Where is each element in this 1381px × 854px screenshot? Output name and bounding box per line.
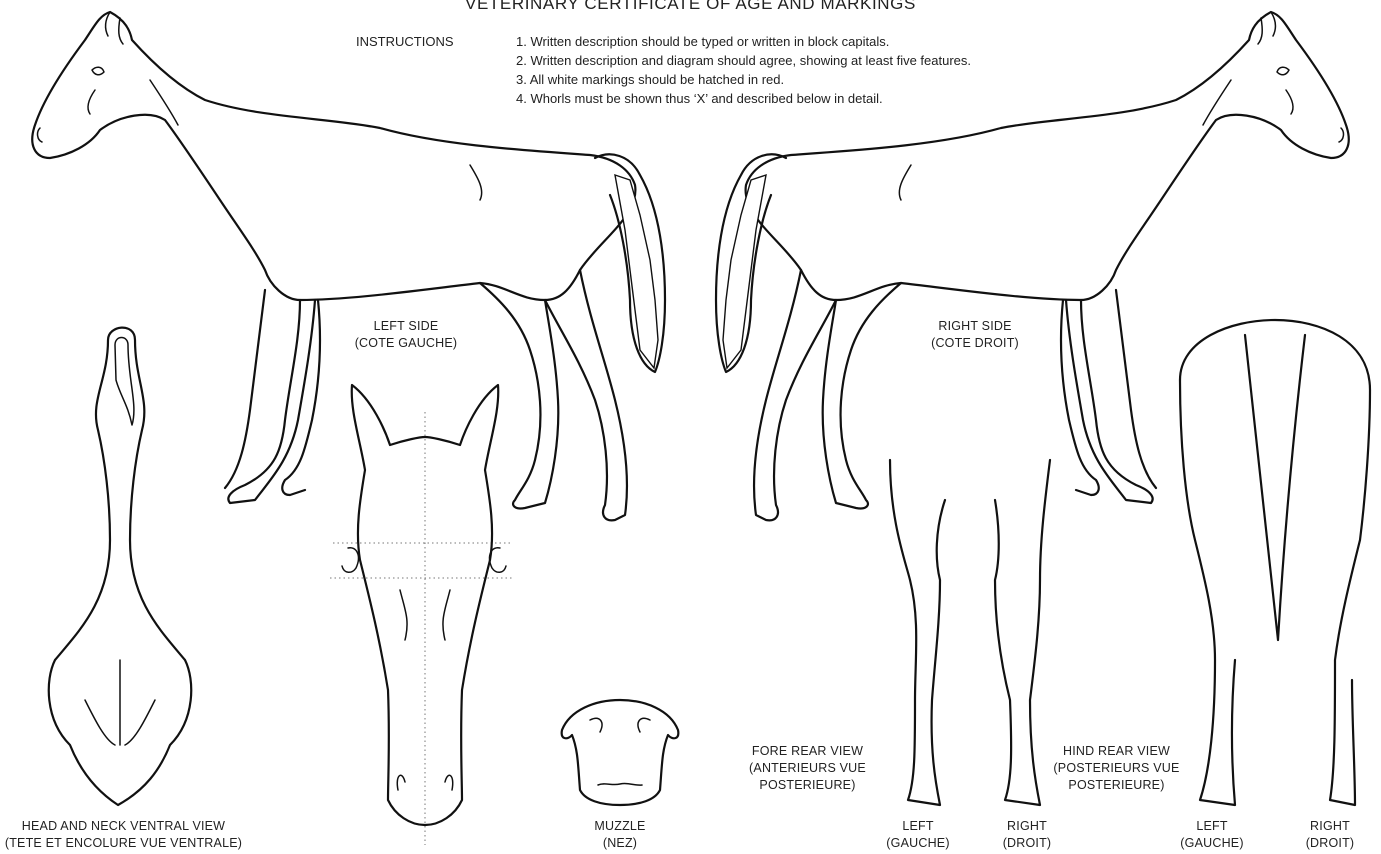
head-neck-ventral-outline [49,328,191,805]
muzzle-outline [562,700,679,805]
hind-rear-view-outline [1180,320,1370,805]
front-face-outline [330,385,512,845]
right-side-label: RIGHT SIDE (COTE DROIT) [905,318,1045,352]
page-title: VETERINARY CERTIFICATE OF AGE AND MARKIN… [0,0,1381,14]
fore-rear-view-outline [890,460,1050,805]
instruction-item: 3. All white markings should be hatched … [516,70,784,89]
hind-left-label: LEFT (GAUCHE) [1172,818,1252,852]
muzzle-label: MUZZLE (NEZ) [580,818,660,852]
hind-right-label: RIGHT (DROIT) [1290,818,1370,852]
instruction-item: 2. Written description and diagram shoul… [516,51,971,70]
head-neck-ventral-label: HEAD AND NECK VENTRAL VIEW (TETE ET ENCO… [0,818,251,852]
fore-rear-view-label: FORE REAR VIEW (ANTERIEURS VUE POSTERIEU… [740,743,875,794]
fore-left-label: LEFT (GAUCHE) [878,818,958,852]
instruction-item: 1. Written description should be typed o… [516,32,889,51]
left-side-label: LEFT SIDE (COTE GAUCHE) [336,318,476,352]
instructions-heading: INSTRUCTIONS [356,32,454,51]
hind-rear-view-label: HIND REAR VIEW (POSTERIEURS VUE POSTERIE… [1044,743,1189,794]
fore-right-label: RIGHT (DROIT) [987,818,1067,852]
instruction-item: 4. Whorls must be shown thus ‘X’ and des… [516,89,883,108]
